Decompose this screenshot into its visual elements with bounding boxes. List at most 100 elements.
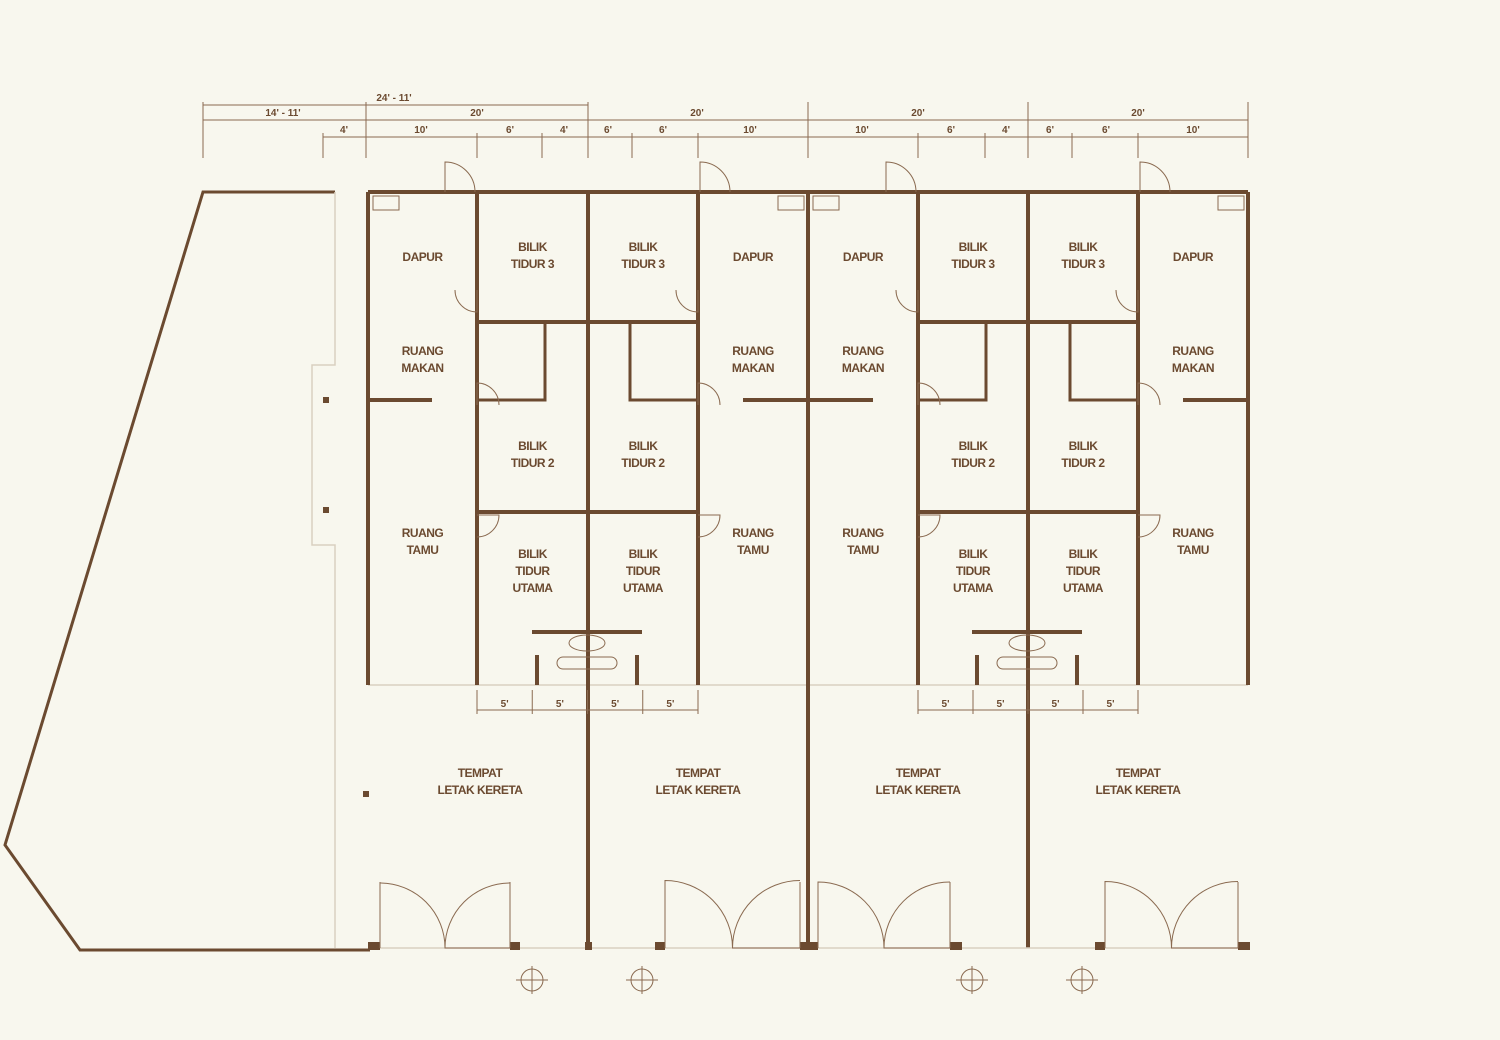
room-label-dapur: DAPUR <box>1173 250 1214 264</box>
rear-door <box>885 161 917 193</box>
room-label-dapur: DAPUR <box>843 250 884 264</box>
label-line: TIDUR 2 <box>1061 456 1105 470</box>
room-label-ruang-makan: RUANG MAKAN <box>842 344 884 375</box>
dimension-label: 10' <box>414 125 428 136</box>
kitchen-sink <box>812 195 840 211</box>
label-line: TIDUR 3 <box>621 257 665 271</box>
side-boundary <box>311 192 336 948</box>
label-line: BILIK <box>1069 240 1099 254</box>
room-label-bilik-tidur-utama: BILIK TIDUR UTAMA <box>623 547 664 595</box>
label-line: RUANG <box>842 344 884 358</box>
column <box>363 791 369 797</box>
label-line: TAMU <box>737 543 769 557</box>
label-line: BILIK <box>518 547 548 561</box>
door-swing <box>1137 514 1161 538</box>
dimension-label: 6' <box>604 125 612 136</box>
gate-swing <box>883 881 951 949</box>
gate-swing <box>817 881 885 949</box>
site-boundary <box>3 190 370 952</box>
label-line: BILIK <box>629 547 659 561</box>
label-line: TIDUR <box>956 564 991 578</box>
dimension-label: 20' <box>911 108 925 119</box>
label-line: TIDUR 2 <box>511 456 555 470</box>
label-line: BILIK <box>629 439 659 453</box>
bathroom <box>916 320 988 402</box>
room-label-dapur: DAPUR <box>402 250 443 264</box>
dimension-label: 5' <box>666 699 674 710</box>
dimension-label: 20' <box>470 108 484 119</box>
label-line: TEMPAT <box>458 766 504 780</box>
label-line: BILIK <box>1069 439 1099 453</box>
label-line: LETAK KERETA <box>876 783 962 797</box>
label-line: TAMU <box>1177 543 1209 557</box>
toilet-icon <box>556 656 618 670</box>
label-line: LETAK KERETA <box>438 783 524 797</box>
column <box>1238 942 1250 950</box>
gate-swing <box>1104 880 1172 949</box>
room-label-ruang-tamu: RUANG TAMU <box>842 526 884 557</box>
label-line: RUANG <box>842 526 884 540</box>
gate-swing <box>731 880 801 949</box>
dimension-label: 6' <box>659 125 667 136</box>
label-line: LETAK KERETA <box>656 783 742 797</box>
dimension-label: 24' - 11' <box>376 93 411 104</box>
label-line: UTAMA <box>623 581 664 595</box>
column <box>655 942 665 950</box>
label-line: MAKAN <box>842 361 884 375</box>
label-line: TIDUR <box>626 564 661 578</box>
label-line: UTAMA <box>1063 581 1104 595</box>
label-line: RUANG <box>1172 344 1214 358</box>
label-line: TAMU <box>407 543 439 557</box>
basin-icon <box>568 634 606 652</box>
label-line: TIDUR <box>515 564 550 578</box>
label-line: TAMU <box>847 543 879 557</box>
door-swing <box>697 514 721 538</box>
kitchen-sink <box>372 195 400 211</box>
dimension-label: 5' <box>611 699 619 710</box>
dimension-label: 5' <box>1052 699 1060 710</box>
bathroom <box>628 320 700 402</box>
dimension-label: 5' <box>501 699 509 710</box>
dimension-label: 4' <box>340 125 348 136</box>
column <box>800 942 818 950</box>
label-line: TEMPAT <box>1116 766 1162 780</box>
gate-swing <box>664 879 733 949</box>
kitchen-sink <box>777 195 805 211</box>
label-line: MAKAN <box>401 361 443 375</box>
door-swing <box>917 382 941 406</box>
column <box>1095 942 1105 950</box>
room-label-bilik-tidur-2: BILIK TIDUR 2 <box>1061 439 1105 470</box>
door-swing <box>1137 382 1161 406</box>
column <box>510 942 520 950</box>
dimension-label: 5' <box>1107 699 1115 710</box>
room-label-dapur: DAPUR <box>733 250 774 264</box>
dimension-label: 6' <box>1046 125 1054 136</box>
door-swing <box>476 382 500 406</box>
gate-swing <box>444 882 511 949</box>
label-line: RUANG <box>732 344 774 358</box>
dimension-label: 5' <box>942 699 950 710</box>
dimension-label: 20' <box>1131 108 1145 119</box>
label-line: BILIK <box>959 547 989 561</box>
dimension-label: 10' <box>855 125 869 136</box>
label-line: BILIK <box>1069 547 1099 561</box>
dimension-label: 4' <box>1002 125 1010 136</box>
door-swing <box>675 289 699 313</box>
label-line: BILIK <box>518 240 548 254</box>
room-label-tempat-letak-kereta: TEMPAT LETAK KERETA <box>438 766 524 797</box>
door-swing <box>1115 289 1139 313</box>
label-line: RUANG <box>402 344 444 358</box>
dimension-label: 4' <box>560 125 568 136</box>
